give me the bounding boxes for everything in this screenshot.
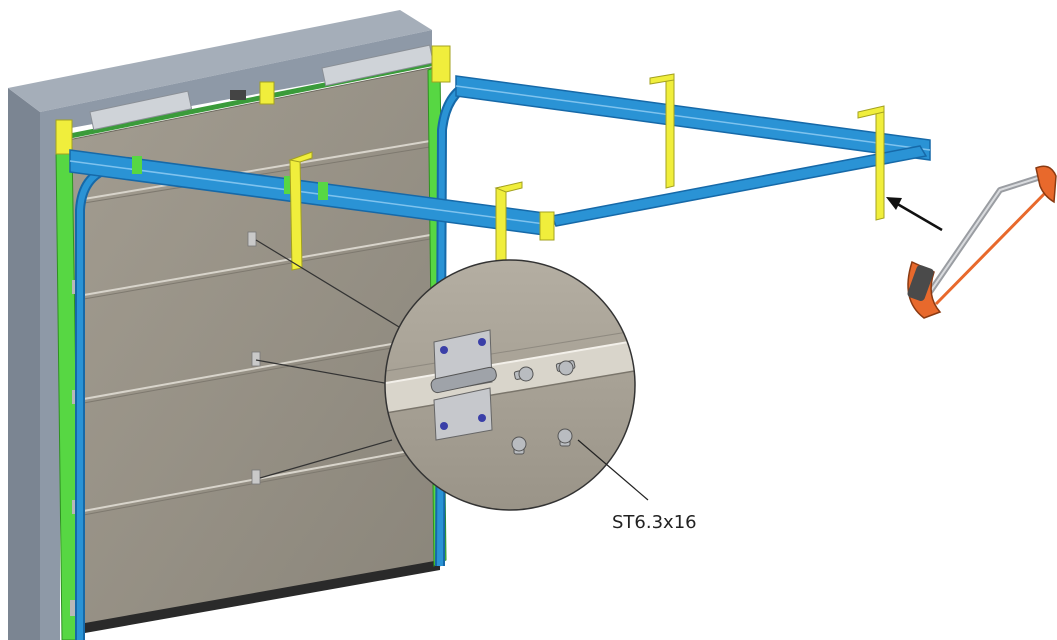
horizontal-rail-right: [455, 75, 931, 161]
horizontal-rail-left: [69, 149, 555, 241]
rear-cross-rail: [550, 145, 928, 227]
callout-label: ST6.3x16: [612, 512, 697, 533]
hanger-4: [857, 105, 885, 221]
hanger-3: [649, 73, 675, 189]
wall: [8, 10, 432, 640]
zoom-leader-lines: [255, 239, 405, 479]
hinge-icon: [430, 329, 497, 441]
torsion-shaft: [55, 44, 451, 155]
zoom-detail: [384, 259, 636, 511]
arrow-icon: [886, 197, 943, 232]
hacksaw-icon: [907, 165, 1057, 319]
callout-leader: [577, 439, 649, 501]
screw-icon: [511, 360, 576, 455]
door-panels: [67, 65, 441, 636]
